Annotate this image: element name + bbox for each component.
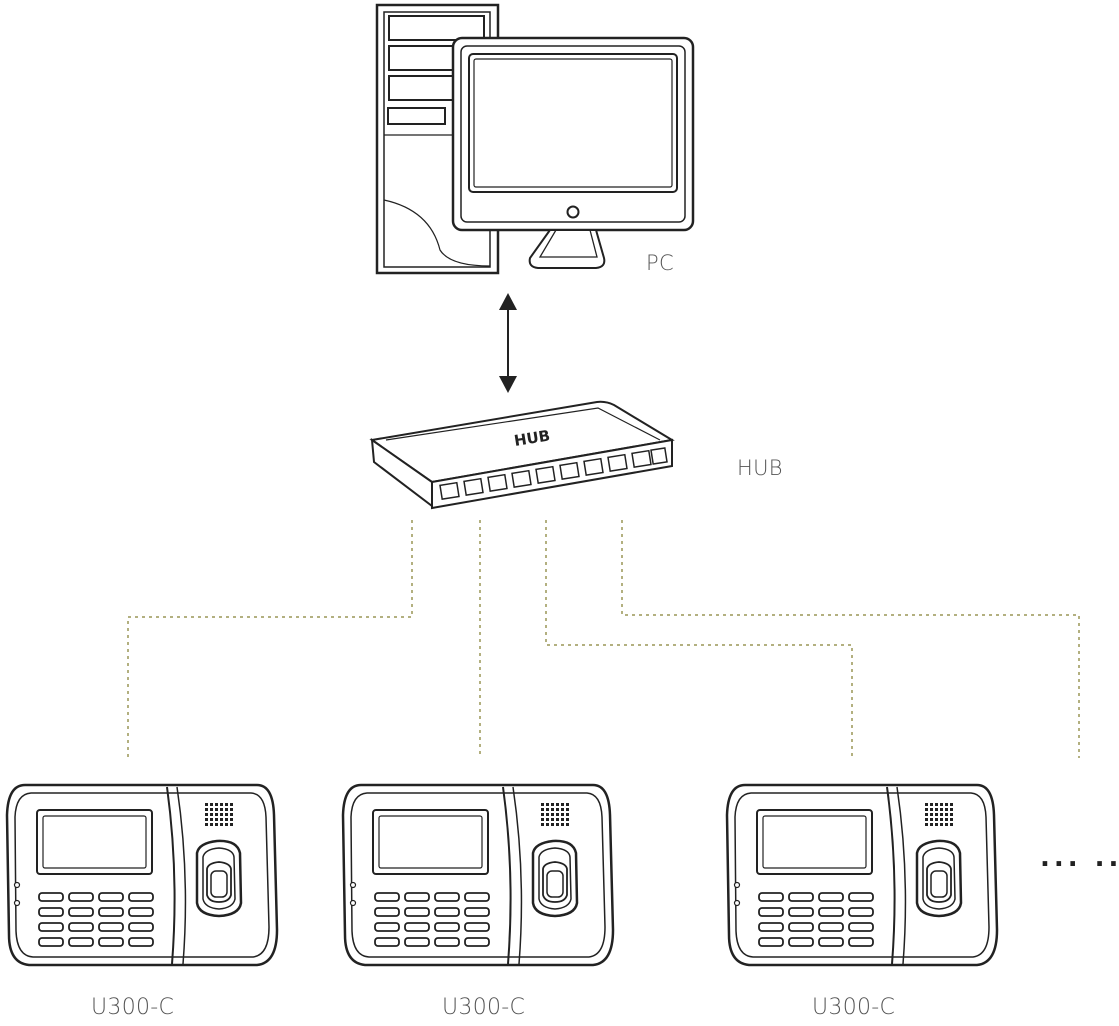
network-cables bbox=[127, 520, 1080, 758]
cable-3 bbox=[545, 520, 853, 758]
hub-icon: HUB bbox=[369, 400, 675, 510]
terminal-device-2 bbox=[341, 783, 615, 967]
more-devices-ellipsis: ... ... bbox=[1040, 843, 1119, 873]
pc-monitor bbox=[451, 36, 695, 269]
device-label-3: U300-C bbox=[812, 995, 896, 1020]
cable-4 bbox=[621, 520, 1080, 758]
device-label-2: U300-C bbox=[442, 995, 526, 1020]
cable-1 bbox=[127, 520, 413, 758]
hub-label: HUB bbox=[737, 456, 783, 480]
terminal-device-3 bbox=[725, 783, 999, 967]
bidirectional-arrow bbox=[499, 293, 517, 393]
pc-label: PC bbox=[646, 251, 674, 275]
device-label-1: U300-C bbox=[91, 995, 175, 1020]
terminal-device-1 bbox=[5, 783, 279, 967]
hub-device-text: HUB bbox=[513, 427, 552, 450]
pc-icon bbox=[375, 3, 695, 275]
